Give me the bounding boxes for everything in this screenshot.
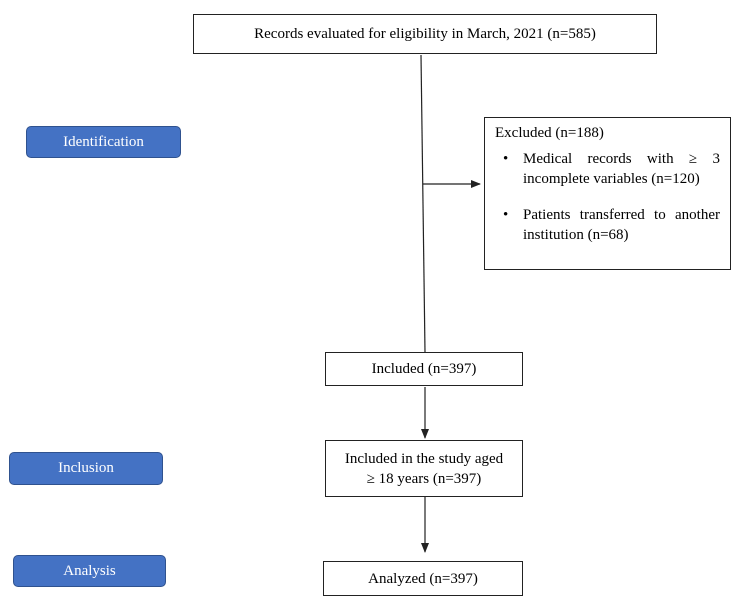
excluded-reason-item: Medical records with ≥ 3 incomplete vari…: [495, 149, 720, 189]
excluded-reasons-list: Medical records with ≥ 3 incomplete vari…: [495, 149, 720, 245]
stage-inclusion: Inclusion: [9, 452, 163, 485]
records-evaluated-box: Records evaluated for eligibility in Mar…: [193, 14, 657, 54]
included-aged-line1: Included in the study aged: [344, 450, 504, 467]
records-to-included-line: [420, 54, 426, 353]
excluded-reason-item: Patients transferred to another institut…: [495, 205, 720, 245]
included-aged-box: Included in the study aged ≥ 18 years (n…: [325, 440, 523, 497]
stage-analysis: Analysis: [13, 555, 166, 587]
stage-identification: Identification: [26, 126, 181, 158]
included-box: Included (n=397): [325, 352, 523, 386]
included-aged-line2: ≥ 18 years (n=397): [366, 470, 482, 487]
excluded-box: Excluded (n=188) Medical records with ≥ …: [484, 117, 731, 270]
analyzed-box: Analyzed (n=397): [323, 561, 523, 596]
excluded-title: Excluded (n=188): [495, 125, 604, 141]
